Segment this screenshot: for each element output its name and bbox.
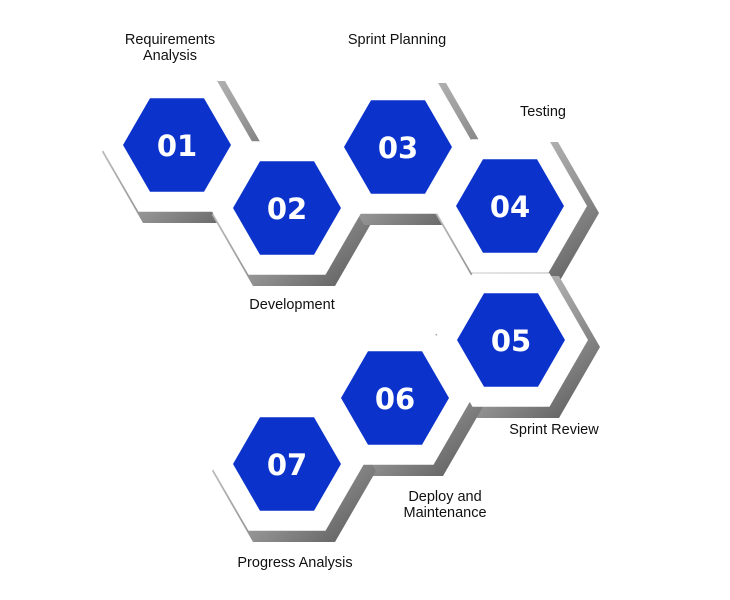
step-number-05: 05 [491, 324, 531, 358]
step-label-05: Sprint Review [509, 422, 599, 438]
step-number-02: 02 [267, 192, 307, 226]
step-label-02: Development [249, 297, 335, 313]
hexagon-inner-02 [233, 161, 341, 255]
step-label-03: Sprint Planning [347, 32, 447, 48]
hexagon-inners [123, 98, 565, 511]
step-label-07: Progress Analysis [237, 555, 353, 571]
hexagon-inner-06 [341, 351, 449, 445]
step-number-07: 07 [267, 448, 307, 482]
hexagon-inner-03 [344, 100, 452, 194]
step-numbers: 01 02 03 04 05 06 07 [157, 129, 531, 482]
step-label-06: Deploy and Maintenance [403, 489, 487, 521]
step-number-01: 01 [157, 129, 197, 163]
hexagon-inner-07 [233, 417, 341, 511]
hexagon-inner-05 [457, 293, 565, 387]
step-label-04: Testing [520, 104, 566, 120]
step-label-01: Requirements Analysis [124, 32, 216, 64]
hexagon-inner-01 [123, 98, 231, 192]
hexagon-inner-04 [456, 159, 564, 253]
step-number-06: 06 [375, 382, 415, 416]
step-number-03: 03 [378, 131, 418, 165]
step-number-04: 04 [490, 190, 530, 224]
